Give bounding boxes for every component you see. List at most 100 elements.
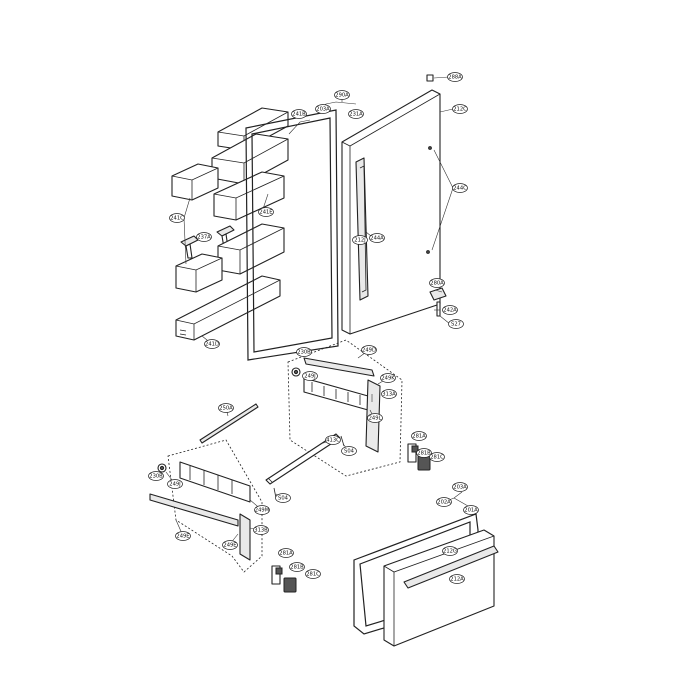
callout-bubble (449, 574, 465, 584)
callout-bubble (278, 548, 294, 558)
callout-label: 281A (412, 433, 426, 439)
part-callout-281c: 281C (429, 452, 445, 462)
callout-bubble (305, 569, 321, 579)
part-callout-s04: S04 (275, 493, 291, 503)
callout-label: 249D (362, 347, 376, 353)
part-callout-s04: S04 (341, 446, 357, 456)
door-bin-small-left (171, 163, 219, 201)
callout-bubble (218, 403, 234, 413)
part-callout-203a: 203A (452, 482, 468, 492)
callout-label: 249E (176, 533, 189, 539)
part-callout-203a: 203A (315, 104, 331, 114)
upper-door (341, 89, 441, 335)
part-callout-288a: 288A (447, 72, 463, 82)
callout-bubble (442, 305, 458, 315)
part-callout-249e: 249E (222, 540, 238, 550)
drawer-door (383, 529, 499, 647)
callout-label: 244A (370, 235, 384, 241)
part-callout-242a: 242A (442, 305, 458, 315)
hinge-upper (429, 287, 447, 317)
part-callout-230b: 230B (296, 347, 312, 357)
rollers-left (271, 565, 297, 593)
callout-label: 313A (382, 391, 396, 397)
part-callout-237a: 237A (196, 232, 212, 242)
callout-label: 313B (254, 527, 268, 533)
part-callout-281c: 281C (305, 569, 321, 579)
callout-label: 241C (170, 215, 184, 221)
callout-bubble (296, 347, 312, 357)
callout-label: 212J (354, 237, 366, 243)
callout-bubble (416, 448, 432, 458)
part-callout-290a: 290A (334, 90, 350, 100)
part-callout-230b: 230B (148, 471, 164, 481)
part-callout-202a: 202A (436, 497, 452, 507)
callout-label: 237A (197, 234, 211, 240)
door-bin-small-lower (175, 253, 223, 293)
callout-bubble (381, 389, 397, 399)
part-callout-241c: 241C (169, 213, 185, 223)
callout-label: 201A (464, 507, 478, 513)
part-callout-244a: 244A (369, 233, 385, 243)
door-bin-mid (213, 171, 285, 221)
callout-label: 250A (219, 405, 233, 411)
rollers-right (407, 443, 431, 471)
part-callout-280a: 280A (429, 278, 445, 288)
callout-label: 203A (316, 106, 330, 112)
callout-bubble (348, 109, 364, 119)
callout-label: 249L (369, 415, 382, 421)
callout-bubble (254, 505, 270, 515)
fastener-screws (273, 435, 345, 499)
part-callout-s27: S27 (448, 319, 464, 329)
callout-label: 288A (448, 74, 462, 80)
callout-label: 249E (223, 542, 236, 548)
callout-label: 290A (335, 92, 349, 98)
callout-label: 281C (306, 571, 320, 577)
callout-label: 280A (430, 280, 444, 286)
part-callout-231a: 231A (348, 109, 364, 119)
callout-bubble (361, 345, 377, 355)
callout-bubble (334, 90, 350, 100)
callout-bubble (436, 497, 452, 507)
callout-bubble (291, 109, 307, 119)
callout-bubble (253, 525, 269, 535)
callout-bubble (452, 104, 468, 114)
callout-label: 202A (437, 499, 451, 505)
part-callout-281a: 281A (411, 431, 427, 441)
callout-bubble (148, 471, 164, 481)
callout-label: S04 (344, 448, 355, 454)
part-callout-249d: 249D (361, 345, 377, 355)
callout-bubble (411, 431, 427, 441)
callout-label: 212C (453, 106, 467, 112)
callout-bubble (452, 183, 468, 193)
callout-label: 281B (290, 564, 304, 570)
part-callout-249e: 249E (175, 531, 191, 541)
callout-bubble (275, 493, 291, 503)
part-callout-241b: 241B (291, 109, 307, 119)
callout-bubble (352, 235, 368, 245)
part-callout-212j: 212J (352, 235, 368, 245)
callout-label: 249K (381, 375, 395, 381)
part-callout-281b: 281B (289, 562, 305, 572)
callout-label: 231A (349, 111, 363, 117)
part-callout-249l: 249L (367, 413, 383, 423)
rail-assembly-right (287, 339, 403, 477)
callout-label: 249J (304, 373, 316, 379)
callout-bubble (380, 373, 396, 383)
part-callout-212c: 212C (452, 104, 468, 114)
callout-bubble (448, 319, 464, 329)
callout-bubble (429, 278, 445, 288)
part-callout-249j: 249J (167, 479, 183, 489)
callout-label: S27 (451, 321, 461, 327)
stabilizer-bar (199, 403, 259, 444)
part-callout-313b: 313B (253, 525, 269, 535)
callout-bubble (175, 531, 191, 541)
door-bin-top (211, 107, 289, 185)
part-callout-201a: 201A (463, 505, 479, 515)
part-callout-313a: 313A (381, 389, 397, 399)
callout-label: 249M (255, 507, 269, 513)
callout-bubble (258, 207, 274, 217)
part-callout-241d: 241D (204, 339, 220, 349)
